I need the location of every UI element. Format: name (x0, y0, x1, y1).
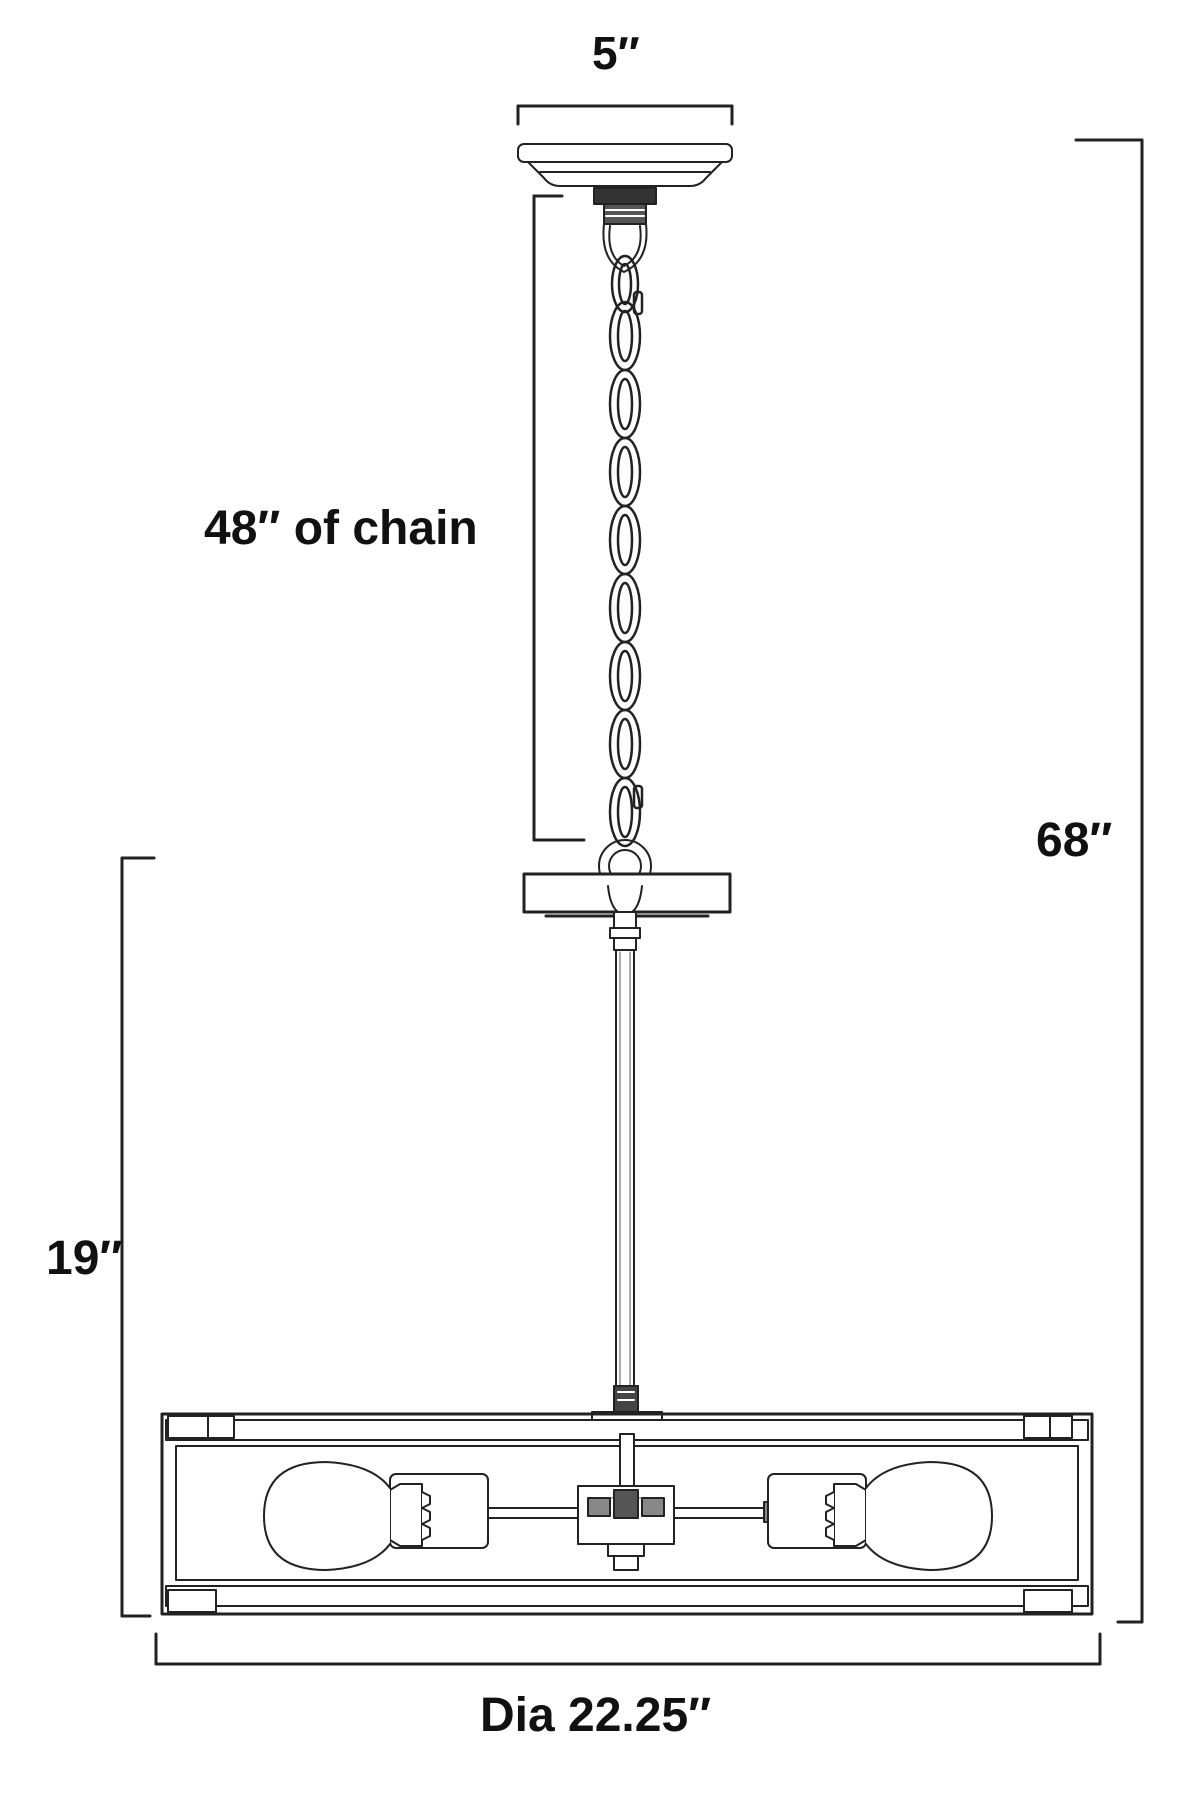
chain-length-label: 48″ of chain (204, 502, 478, 555)
canopy-loop (602, 223, 648, 273)
chain (608, 254, 644, 848)
downrod (609, 911, 641, 1413)
diameter-label: Dia 22.25″ (480, 1689, 712, 1742)
overall-height-label: 68″ (1036, 814, 1113, 867)
diameter-bracket (154, 1632, 1102, 1666)
fixture-height-bracket (120, 856, 156, 1618)
top-width-label: 5″ (592, 27, 640, 79)
overall-height-bracket (1074, 138, 1144, 1624)
fixture-height-label: 19″ (46, 1232, 123, 1285)
right-bulb (767, 1461, 993, 1571)
canopy-fitting (593, 187, 657, 225)
ceiling-canopy (517, 143, 733, 187)
top-width-bracket (516, 104, 734, 126)
fixture-frame (160, 1412, 1094, 1616)
left-bulb (263, 1461, 489, 1571)
frame-corner-blocks (167, 1415, 1073, 1613)
chain-length-bracket (532, 194, 586, 842)
center-hub (577, 1433, 675, 1571)
